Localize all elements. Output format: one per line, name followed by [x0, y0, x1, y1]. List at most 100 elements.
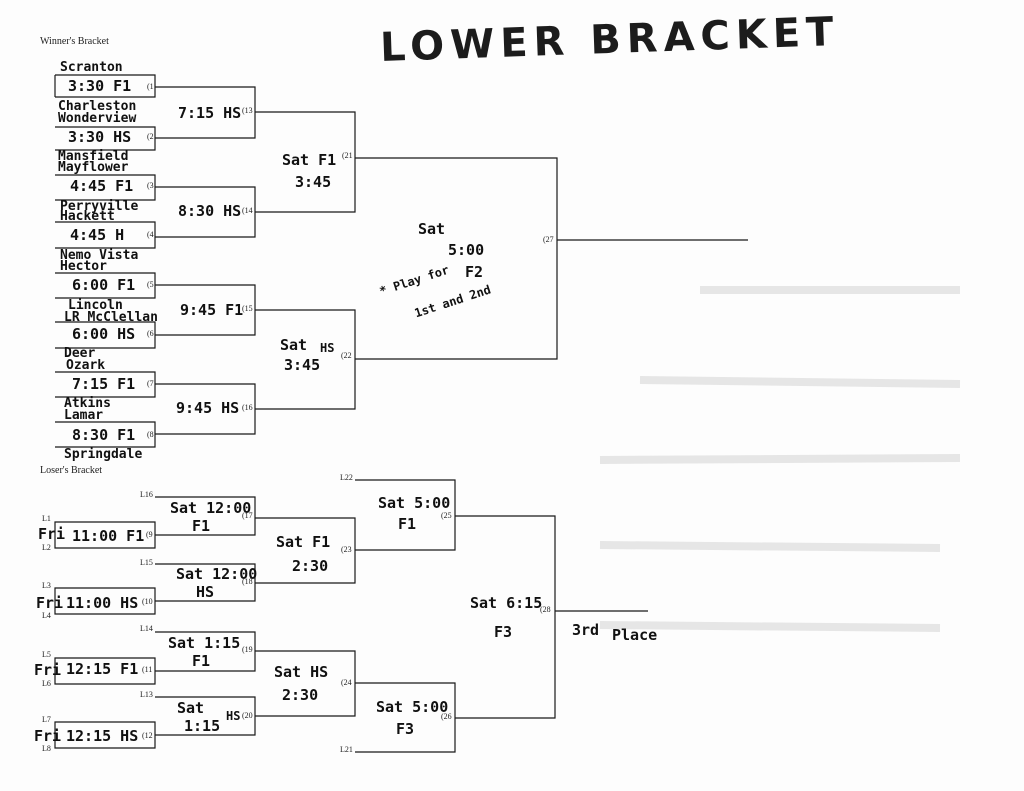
game-venue: HS — [196, 583, 215, 601]
game-number: (16 — [242, 403, 253, 412]
show-through-marks — [599, 286, 961, 632]
game-venue: F1 — [192, 652, 211, 670]
game-time: Sat 12:00 — [176, 565, 258, 583]
game-time: 8:30 F1 — [72, 426, 136, 444]
game-time: Sat 12:00 — [170, 499, 252, 517]
game-time: 6:00 F1 — [72, 276, 136, 294]
feed-label: L15 — [140, 558, 153, 567]
game-day: Fri — [34, 661, 62, 679]
game-number: (27 — [543, 235, 554, 244]
winners-round2-lines — [155, 86, 256, 435]
semi-venue: HS — [320, 341, 335, 355]
game-time: 4:45 H — [70, 226, 125, 244]
team-name: Nemo Vista — [60, 248, 139, 263]
game-day: Fri — [34, 727, 62, 745]
feed-label: L21 — [340, 745, 353, 754]
game-number: (23 — [341, 545, 352, 554]
semi-time: 3:45 — [295, 173, 332, 191]
team-name: Scranton — [60, 60, 123, 75]
game-number: (26 — [441, 712, 452, 721]
game-number: (12 — [142, 731, 153, 740]
semi-time: 3:45 — [284, 356, 321, 374]
team-name: Mayflower — [58, 160, 129, 175]
team-name: Ozark — [66, 358, 106, 373]
final-time: 5:00 — [448, 241, 485, 259]
game-day: Sat — [177, 699, 205, 717]
game-number: (11 — [142, 665, 153, 674]
winners-bracket-heading: Winner's Bracket — [40, 36, 109, 47]
feed-label: L6 — [42, 679, 51, 688]
game-time: 9:45 HS — [176, 399, 240, 417]
feed-label: L4 — [42, 611, 51, 620]
game-number: (7 — [147, 379, 154, 388]
semi-day: Sat — [280, 336, 308, 354]
team-name: Atkins — [64, 396, 111, 411]
game-time: 9:45 F1 — [180, 301, 244, 319]
team-name: Perryville — [60, 199, 139, 214]
third-place-lines — [455, 515, 648, 719]
game-time: Sat F1 — [276, 533, 331, 551]
feed-label: L16 — [140, 490, 153, 499]
game-time: 4:45 F1 — [70, 177, 134, 195]
game-day: Fri — [38, 525, 66, 543]
team-name: Charleston — [58, 99, 137, 114]
third-place-label: 3rd — [572, 621, 600, 639]
game-number: (28 — [540, 605, 551, 614]
team-name: LR McClellan — [64, 310, 158, 325]
game-venue: F1 — [398, 515, 417, 533]
team-name: Lincoln — [68, 298, 123, 313]
game-number: (8 — [147, 430, 154, 439]
game-time: 7:15 F1 — [72, 375, 136, 393]
feed-label: L13 — [140, 690, 153, 699]
game-time: 3:30 HS — [68, 128, 132, 146]
game-venue: F1 — [192, 517, 211, 535]
game-time: 2:30 — [292, 557, 329, 575]
game-time: 2:30 — [282, 686, 319, 704]
game-number: (17 — [242, 511, 253, 520]
final-day: Sat — [418, 220, 446, 238]
game-time: Sat 5:00 — [376, 698, 449, 716]
semi-day: Sat F1 — [282, 151, 337, 169]
losers-bracket-heading: Loser's Bracket — [40, 465, 103, 476]
game-number: (10 — [142, 597, 153, 606]
game-time: 3:30 F1 — [68, 77, 132, 95]
game-venue: F3 — [396, 720, 415, 738]
game-time: Sat 6:15 — [470, 594, 543, 612]
feed-label: L7 — [42, 715, 51, 724]
game-time: 11:00 F1 — [72, 527, 145, 545]
game-number: (22 — [341, 351, 352, 360]
game-time: Sat 5:00 — [378, 494, 451, 512]
team-name: Lamar — [64, 408, 104, 423]
game-time: 7:15 HS — [178, 104, 242, 122]
game-number: (2 — [147, 132, 154, 141]
game-number: (1 — [147, 82, 154, 91]
game-time: 1:15 — [184, 717, 221, 735]
game-number: (25 — [441, 511, 452, 520]
team-name: Hector — [60, 259, 107, 274]
game-time: 12:15 F1 — [66, 660, 139, 678]
game-number: (9 — [146, 530, 153, 539]
game-number: (15 — [242, 304, 253, 313]
game-time: 6:00 HS — [72, 325, 136, 343]
feed-label: L2 — [42, 543, 51, 552]
game-number: (4 — [147, 230, 154, 239]
final-venue: F2 — [465, 263, 484, 281]
game-number: (13 — [242, 106, 253, 115]
game-number: (5 — [147, 280, 154, 289]
game-venue: F3 — [494, 623, 513, 641]
winners-final-lines — [355, 157, 748, 360]
team-name: Wonderview — [58, 111, 137, 126]
losers-round1-lines — [54, 521, 156, 749]
third-place-label: Place — [612, 626, 658, 644]
game-number: (18 — [242, 577, 253, 586]
feed-label: L8 — [42, 744, 51, 753]
game-number: (21 — [342, 151, 353, 160]
team-name: Hackett — [60, 209, 115, 224]
game-time: 12:15 HS — [66, 727, 139, 745]
feed-label: L22 — [340, 473, 353, 482]
game-time: 11:00 HS — [66, 594, 139, 612]
feed-label: L1 — [42, 514, 51, 523]
team-name: Springdale — [64, 447, 143, 462]
